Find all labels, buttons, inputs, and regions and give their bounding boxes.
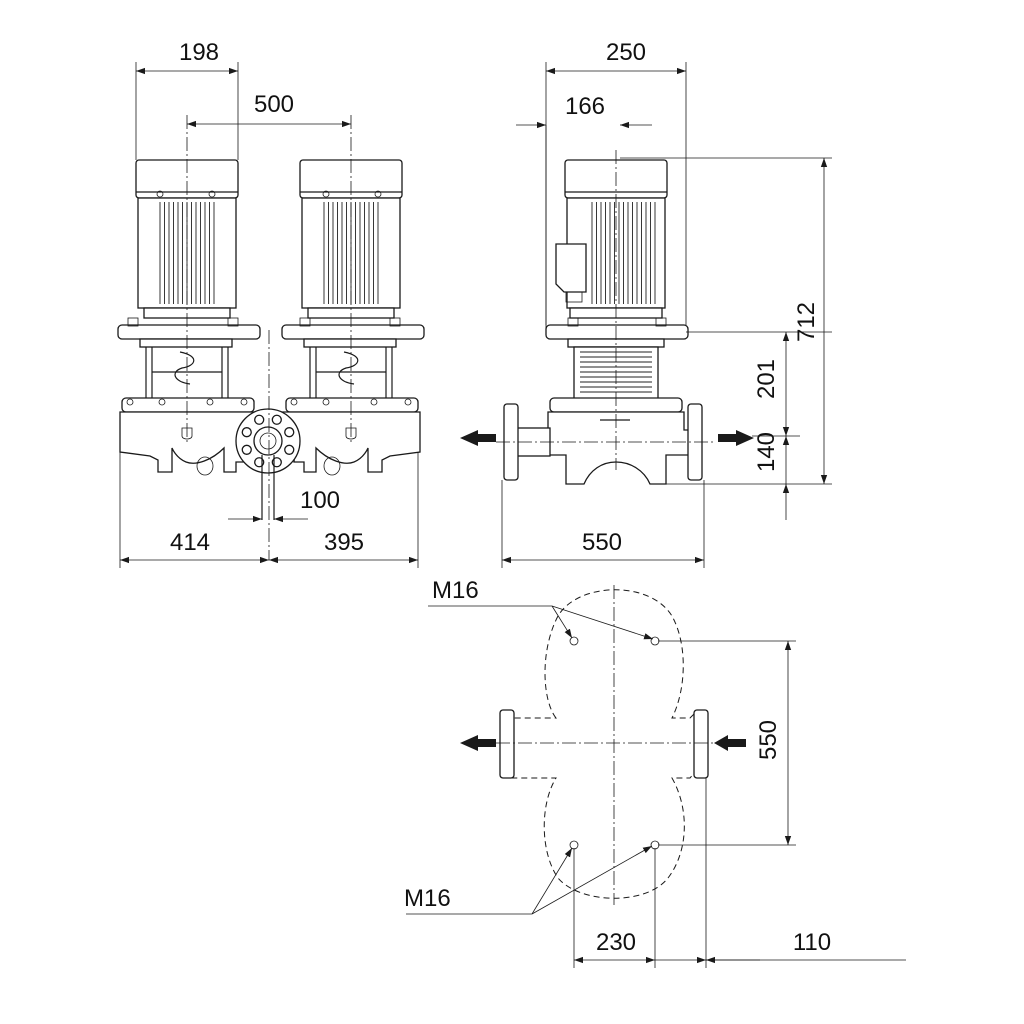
flange-bolt [290,398,298,406]
plan-view: M16 M16 550 230 110 [404,577,906,968]
dim-side-total-width: 250 [606,39,646,66]
flange-bolt [206,398,214,406]
bolt-thread-label-bottom: M16 [404,885,451,912]
pump-housings [119,397,421,520]
flange-bolt [404,398,412,406]
bolt-thread-label-top: M16 [432,577,479,604]
dim-port-to-port-length: 550 [582,529,622,556]
dim-flange-to-motor-height: 201 [753,359,780,399]
flow-direction-arrow-icon [460,430,754,446]
couplings [145,347,393,398]
front-view: 198 500 100 414 395 [117,39,425,568]
port-flange-bolt-hole [254,414,265,425]
dim-plan-bolt-spacing: 550 [755,720,782,760]
port-flange-bolt-hole [284,444,295,455]
motor-flanges [117,317,425,348]
dim-pipe-center-height: 140 [753,432,780,472]
flange-bolt [126,398,134,406]
side-view: 250 166 712 201 140 550 [460,39,832,568]
port-flange-bolt-hole [271,414,282,425]
dim-plan-offset: 110 [793,929,831,956]
port-flange-bolt-hole [284,427,295,438]
dim-right-half-length: 395 [324,529,364,556]
flange-bolt [158,398,166,406]
dim-left-half-length: 414 [170,529,210,556]
flow-direction-arrow-icon [460,735,746,751]
flange-bolt [322,398,330,406]
dim-flange-width: 100 [300,487,340,514]
dim-total-height: 712 [793,302,820,342]
port-flange-bolt-hole [241,427,252,438]
flange-bolt [370,398,378,406]
port-flange-bolt-hole [241,444,252,455]
dim-pump-spacing: 500 [254,91,294,118]
dim-side-motor-offset: 166 [565,93,605,120]
dim-motor-width: 198 [179,39,219,66]
dim-plan-bolt-width: 230 [596,929,636,956]
flange-bolt [240,398,248,406]
